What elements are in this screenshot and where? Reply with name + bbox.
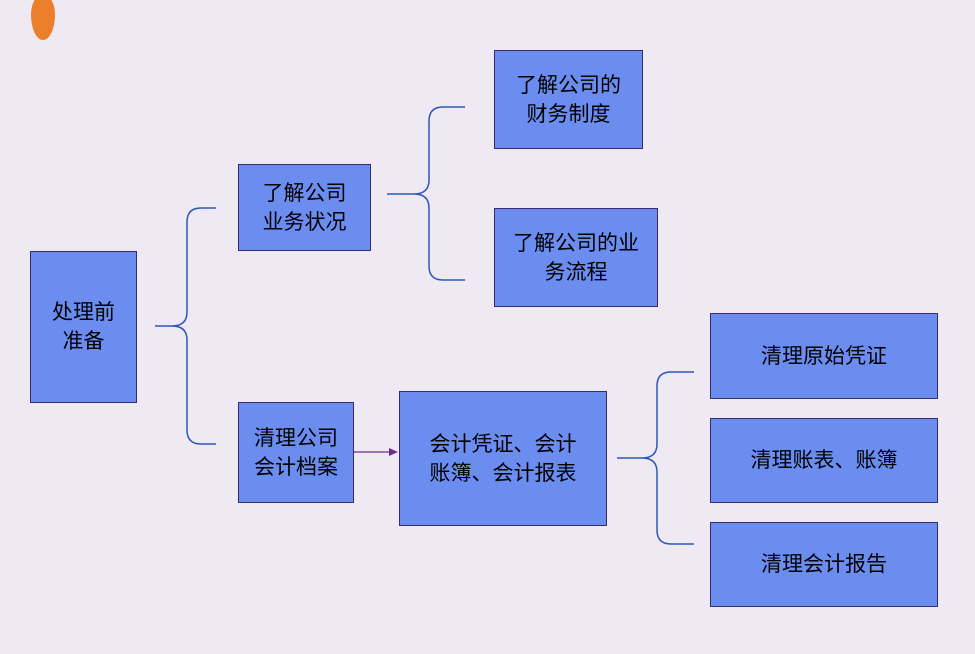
- node-reports: 清理会计报告: [710, 522, 938, 607]
- node-business-flow: 了解公司的业 务流程: [494, 208, 658, 307]
- node-vouchers: 清理原始凭证: [710, 313, 938, 399]
- node-archives: 清理公司 会计档案: [238, 402, 354, 503]
- brace-business: [387, 106, 465, 281]
- node-finance-system: 了解公司的 财务制度: [494, 50, 643, 149]
- brace-documents: [617, 371, 694, 545]
- logo-shape: [31, 0, 55, 40]
- node-documents: 会计凭证、会计 账簿、会计报表: [399, 391, 607, 526]
- node-prep: 处理前 准备: [30, 251, 137, 403]
- brace-prep: [155, 207, 216, 445]
- arrow-head: [389, 448, 398, 456]
- node-business-status: 了解公司 业务状况: [238, 164, 371, 251]
- node-books: 清理账表、账簿: [710, 418, 938, 503]
